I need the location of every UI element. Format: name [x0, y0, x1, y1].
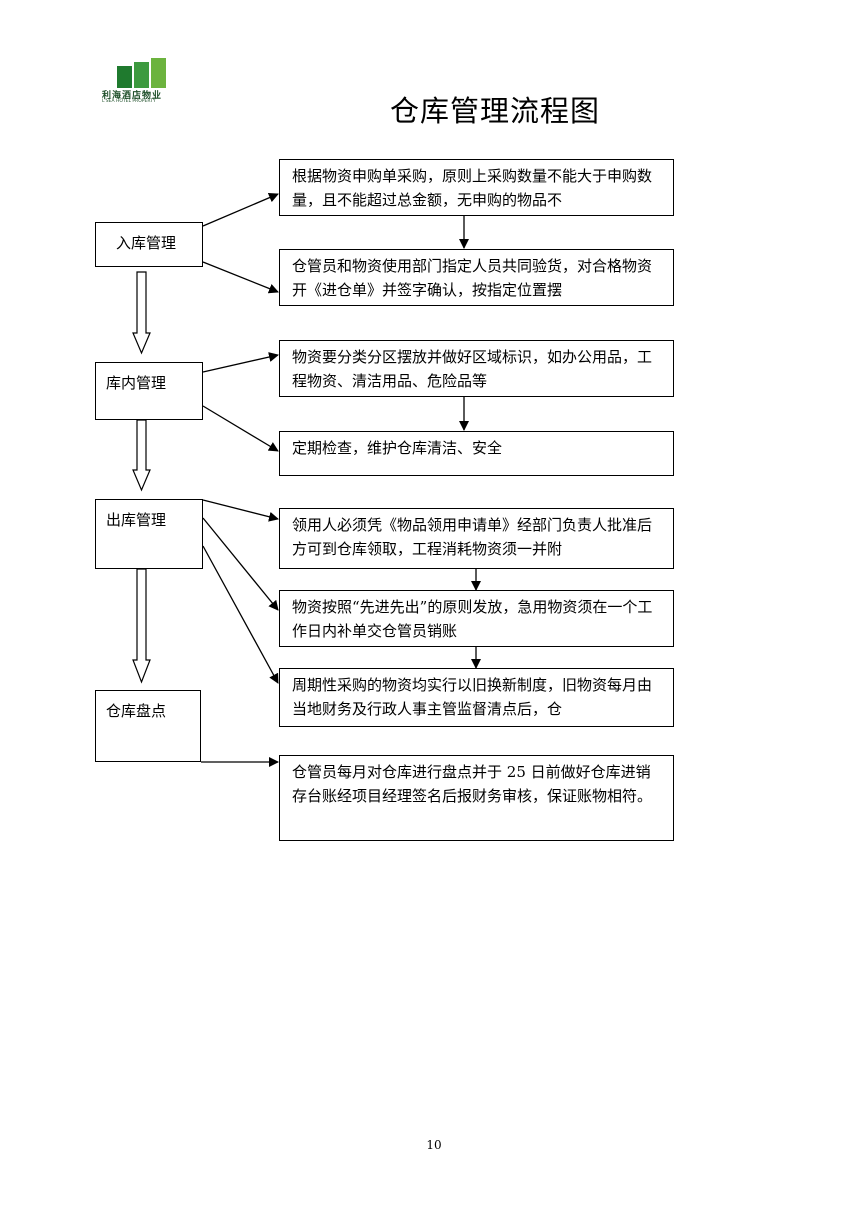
logo-bar-mid: [134, 62, 149, 88]
step-acceptance-text: 仓管员和物资使用部门指定人员共同验货，对合格物资开《进仓单》并签字确认，按指定位…: [292, 257, 653, 299]
logo-bar-dark: [117, 66, 132, 88]
stage-in-warehouse: 库内管理: [95, 362, 203, 420]
step-purchase-text: 根据物资申购单采购，原则上采购数量不能大于申购数量，且不能超过总金额，无申购的物…: [292, 167, 653, 209]
logo-name-en: L'SEA HOTEL PROPERTY: [102, 99, 156, 104]
arrow-outbound-replace: [202, 545, 279, 684]
arrow-inwarehouse-classify: [202, 352, 279, 373]
hollow-arrow-outbound-inventory: [132, 568, 151, 684]
arrow-inbound-acceptance: [202, 261, 279, 294]
step-classify-text: 物资要分类分区摆放并做好区域标识，如办公用品，工程物资、清洁用品、危险品等: [292, 348, 653, 390]
step-requisition-text: 领用人必须凭《物品领用申请单》经部门负责人批准后方可到仓库领取，工程消耗物资须一…: [292, 516, 653, 558]
step-inspect: 定期检查，维护仓库清洁、安全: [279, 431, 674, 476]
arrow-inwarehouse-inspect: [202, 405, 279, 452]
arrow-inbound-purchase: [202, 192, 279, 227]
step-acceptance: 仓管员和物资使用部门指定人员共同验货，对合格物资开《进仓单》并签字确认，按指定位…: [279, 249, 674, 306]
stage-inbound-label: 入库管理: [116, 234, 177, 252]
logo-bar-light: [151, 58, 166, 88]
stage-in-warehouse-label: 库内管理: [106, 374, 167, 392]
step-requisition: 领用人必须凭《物品领用申请单》经部门负责人批准后方可到仓库领取，工程消耗物资须一…: [279, 508, 674, 569]
stage-inventory-label: 仓库盘点: [106, 702, 167, 720]
stage-outbound-label: 出库管理: [106, 511, 167, 529]
step-purchase: 根据物资申购单采购，原则上采购数量不能大于申购数量，且不能超过总金额，无申购的物…: [279, 159, 674, 216]
company-logo: 利海酒店物业 L'SEA HOTEL PROPERTY: [100, 52, 190, 104]
step-stocktake-text: 仓管员每月对仓库进行盘点并于 25 日前做好仓库进销存台账经项目经理签名后报财务…: [292, 763, 653, 805]
step-inspect-text: 定期检查，维护仓库清洁、安全: [292, 439, 503, 457]
page-title: 仓库管理流程图: [390, 94, 601, 128]
stage-outbound: 出库管理: [95, 499, 203, 569]
step-replace-text: 周期性采购的物资均实行以旧换新制度，旧物资每月由当地财务及行政人事主管监督清点后…: [292, 676, 653, 718]
page-number: 10: [426, 1138, 442, 1152]
hollow-arrow-inbound-inwarehouse: [132, 271, 151, 355]
step-fifo-text: 物资按照“先进先出”的原则发放，急用物资须在一个工作日内补单交仓管员销账: [292, 598, 653, 640]
step-replace: 周期性采购的物资均实行以旧换新制度，旧物资每月由当地财务及行政人事主管监督清点后…: [279, 668, 674, 727]
arrow-outbound-requisition: [202, 499, 279, 522]
step-classify: 物资要分类分区摆放并做好区域标识，如办公用品，工程物资、清洁用品、危险品等: [279, 340, 674, 397]
logo-name-cn: 利海酒店物业: [102, 91, 163, 101]
step-stocktake: 仓管员每月对仓库进行盘点并于 25 日前做好仓库进销存台账经项目经理签名后报财务…: [279, 755, 674, 841]
stage-inbound: 入库管理: [95, 222, 203, 267]
hollow-arrow-inwarehouse-outbound: [132, 419, 151, 492]
stage-inventory: 仓库盘点: [95, 690, 201, 762]
step-fifo: 物资按照“先进先出”的原则发放，急用物资须在一个工作日内补单交仓管员销账: [279, 590, 674, 647]
arrow-outbound-fifo: [202, 517, 279, 611]
